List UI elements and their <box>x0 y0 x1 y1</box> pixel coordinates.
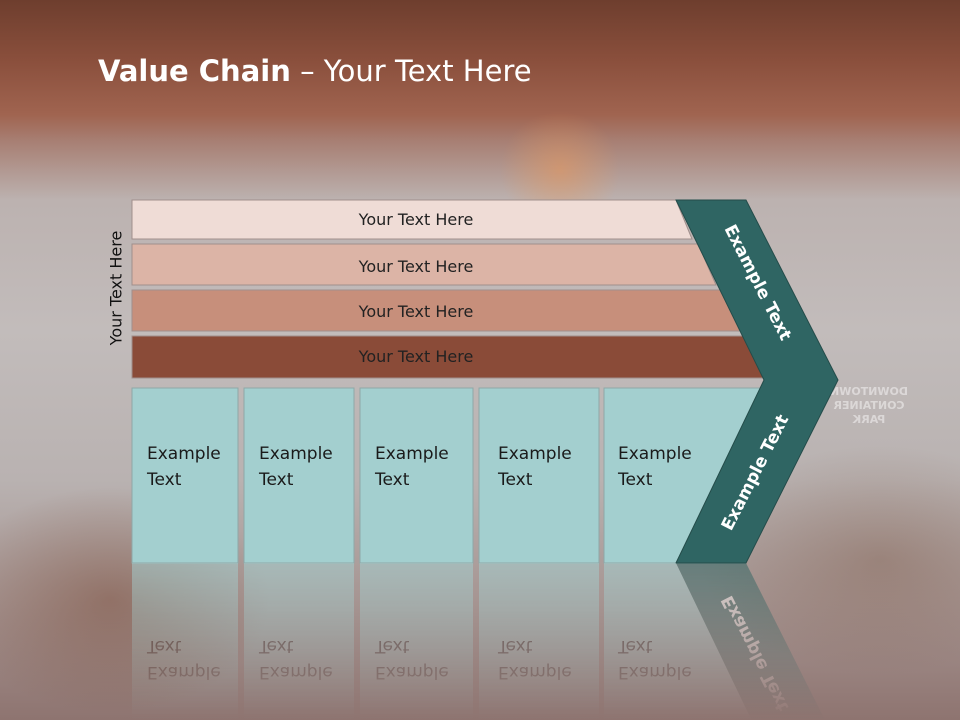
bar-3[interactable]: Your Text Here <box>131 335 765 379</box>
reflection-cell-4 <box>604 563 754 720</box>
cell-0[interactable]: Example Text <box>131 387 239 564</box>
cell-4-line1: Example <box>618 444 692 464</box>
bar-1-shape <box>131 243 717 286</box>
slide-title-bold: Value Chain <box>98 54 291 88</box>
reflection-cell-1 <box>244 563 354 720</box>
cell-0-line2: Text <box>146 470 182 490</box>
bar-1[interactable]: Your Text Here <box>131 243 717 286</box>
slide-title: Value Chain – Your Text Here <box>98 54 532 88</box>
reflection-cell-1-line2: Text <box>258 636 294 656</box>
reflection-cell-4-line1: Example <box>618 662 692 682</box>
cell-2[interactable]: Example Text <box>359 387 474 564</box>
reflection-cell-0-line2: Text <box>146 636 182 656</box>
reflection-cell-2 <box>360 563 473 720</box>
slide-title-rest: – Your Text Here <box>290 54 532 88</box>
cell-1-shape <box>243 387 355 564</box>
cell-0-shape <box>131 387 239 564</box>
reflection-cell-0 <box>132 563 238 720</box>
reflection-cell-2-line2: Text <box>374 636 410 656</box>
bar-2-label: Your Text Here <box>358 302 474 321</box>
bar-1-label: Your Text Here <box>358 257 474 276</box>
bar-0-label: Your Text Here <box>358 210 474 229</box>
cell-1-line1: Example <box>259 444 333 464</box>
reflection-chevron <box>676 563 825 720</box>
cell-1[interactable]: Example Text <box>243 387 355 564</box>
cell-2-line2: Text <box>374 470 410 490</box>
reflection-cell-3-line2: Text <box>497 636 533 656</box>
cell-3-line2: Text <box>497 470 533 490</box>
cell-0-line1: Example <box>147 444 221 464</box>
reflection-cell-3-line1: Example <box>498 662 572 682</box>
bar-0[interactable]: Your Text Here <box>131 199 693 240</box>
cell-4-line2: Text <box>617 470 653 490</box>
bar-2[interactable]: Your Text Here <box>131 289 741 332</box>
reflection-cell-1-line1: Example <box>259 662 333 682</box>
cell-4[interactable]: Example Text <box>603 387 763 564</box>
reflection-cell-2-line1: Example <box>375 662 449 682</box>
reflection-cell-4-line2: Text <box>617 636 653 656</box>
diagram-reflection: Example Text Example Text Example Text E… <box>132 563 825 720</box>
cell-1-line2: Text <box>258 470 294 490</box>
cell-3-line1: Example <box>498 444 572 464</box>
bar-3-label: Your Text Here <box>358 347 474 366</box>
reflection-cell-3 <box>479 563 599 720</box>
cell-2-shape <box>359 387 474 564</box>
bar-0-shape <box>131 199 693 240</box>
cell-3[interactable]: Example Text <box>478 387 600 564</box>
cell-2-line1: Example <box>375 444 449 464</box>
reflection-cell-0-line1: Example <box>147 662 221 682</box>
cell-3-shape <box>478 387 600 564</box>
